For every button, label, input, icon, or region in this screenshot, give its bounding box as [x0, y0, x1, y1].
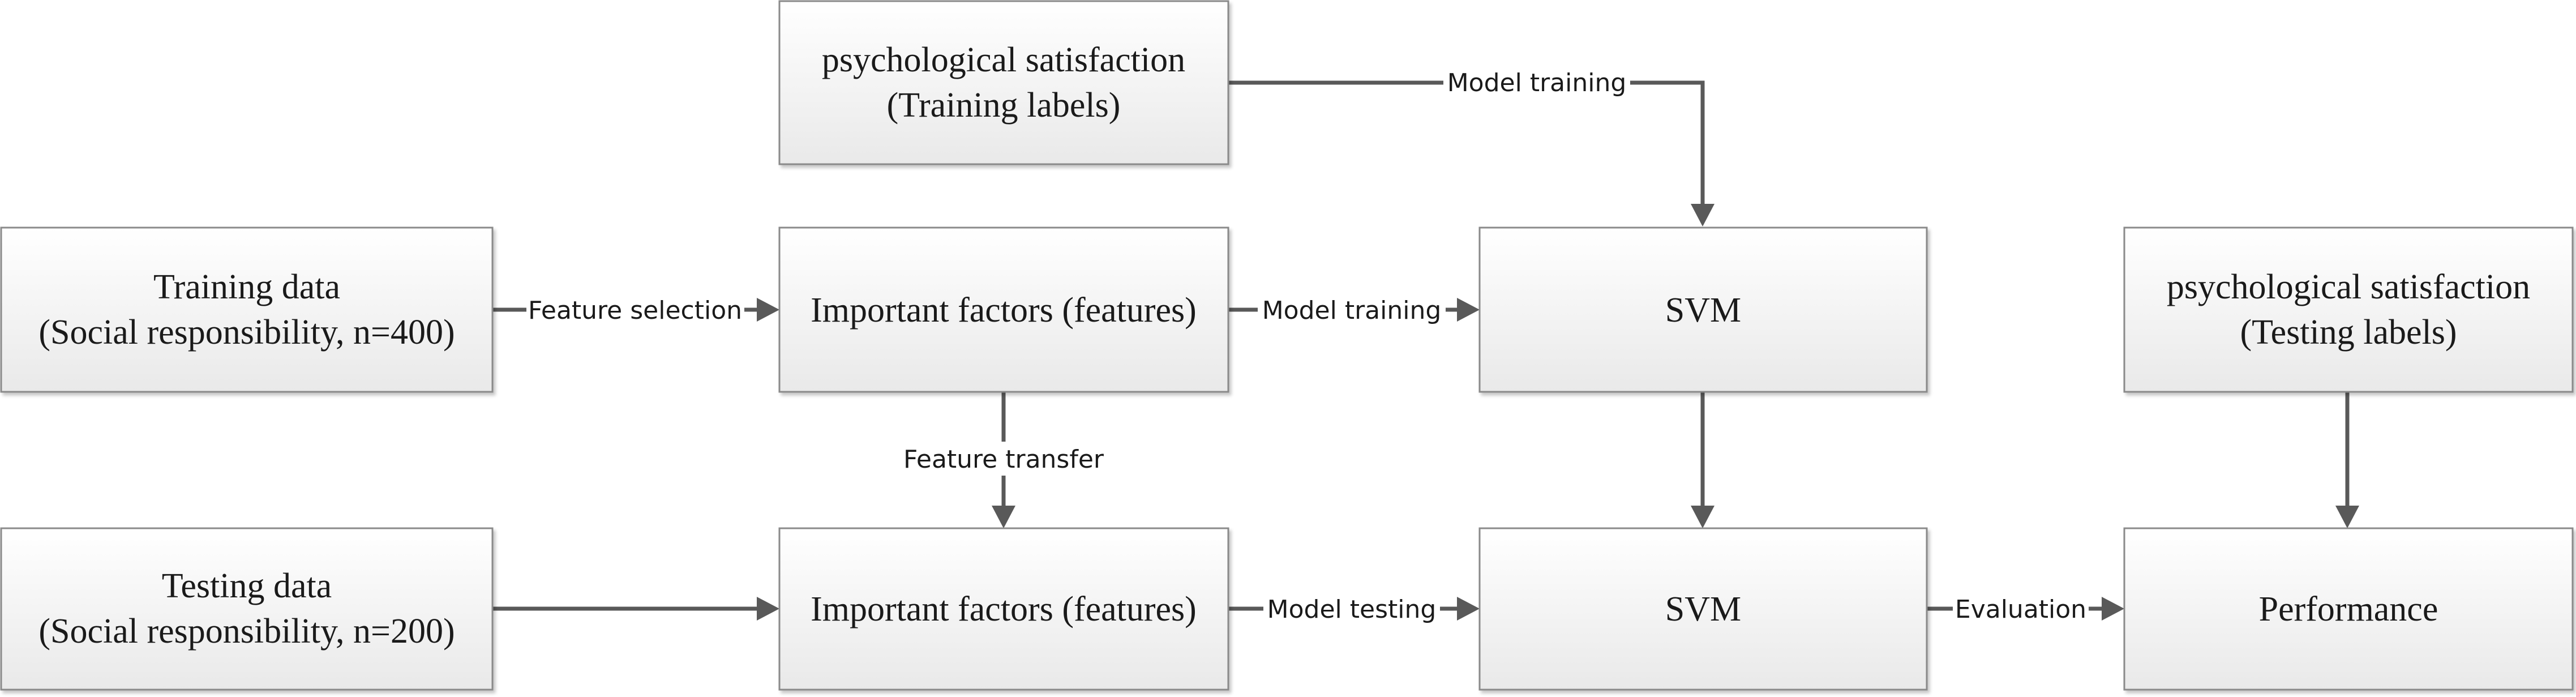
node-svm-train-label: SVM	[1665, 291, 1741, 330]
arrowhead	[1691, 204, 1715, 226]
node-features-test: Important factors (features)	[778, 527, 1229, 691]
node-performance-label: Performance	[2259, 590, 2438, 628]
node-testing-labels-line2: (Testing labels)	[2240, 313, 2457, 352]
node-testing-labels-line1: psychological satisfaction	[2167, 268, 2530, 306]
node-training-data: Training data (Social responsibility, n=…	[0, 226, 494, 393]
edge-label-feature-transfer: Feature transfer	[903, 445, 1104, 474]
edge-label-model-training-top: Model training	[1447, 69, 1627, 97]
node-testing-data-line1: Testing data	[162, 567, 332, 605]
node-testing-data-line2: (Social responsibility, n=200)	[38, 612, 455, 651]
arrowhead	[757, 298, 779, 322]
node-svm-test-label: SVM	[1665, 590, 1741, 628]
node-svm-test: SVM	[1478, 527, 1928, 691]
edge-features-to-svm: Model training	[1228, 293, 1480, 327]
arrowhead	[1457, 298, 1480, 322]
edge-label-model-training-mid: Model training	[1262, 296, 1442, 325]
node-training-labels-line1: psychological satisfaction	[822, 41, 1185, 79]
node-svm-train: SVM	[1478, 226, 1928, 393]
arrowhead	[1691, 506, 1715, 528]
edge-testing-data-to-features	[492, 597, 779, 621]
edge-feature-transfer: Feature transfer	[899, 392, 1108, 528]
edge-svm-to-svm	[1691, 392, 1715, 528]
edge-data-to-features: Feature selection	[492, 293, 779, 327]
arrowhead	[2335, 506, 2359, 528]
node-features-train-label: Important factors (features)	[811, 291, 1197, 330]
edge-svm-to-performance: Evaluation	[1927, 592, 2124, 626]
node-training-data-line1: Training data	[153, 268, 340, 306]
node-features-train: Important factors (features)	[778, 226, 1229, 393]
edge-test-features-to-svm: Model testing	[1228, 592, 1480, 626]
arrowhead	[992, 506, 1015, 528]
edge-label-model-testing: Model testing	[1267, 595, 1437, 624]
node-testing-labels: psychological satisfaction (Testing labe…	[2123, 226, 2574, 393]
arrowhead	[757, 597, 779, 621]
node-training-labels: psychological satisfaction (Training lab…	[778, 0, 1229, 165]
edge-label-feature-selection: Feature selection	[528, 296, 742, 325]
node-training-labels-line2: (Training labels)	[887, 86, 1121, 125]
node-training-data-line2: (Social responsibility, n=400)	[38, 313, 455, 352]
edge-label-evaluation: Evaluation	[1955, 595, 2086, 624]
node-performance: Performance	[2123, 527, 2574, 691]
edge-testing-labels-to-performance	[2335, 392, 2359, 528]
node-features-test-label: Important factors (features)	[811, 590, 1197, 628]
arrowhead	[1457, 597, 1480, 621]
edge-labels-to-svm: Model training	[1228, 65, 1715, 226]
node-testing-data: Testing data (Social responsibility, n=2…	[0, 527, 494, 691]
arrowhead	[2102, 597, 2124, 621]
